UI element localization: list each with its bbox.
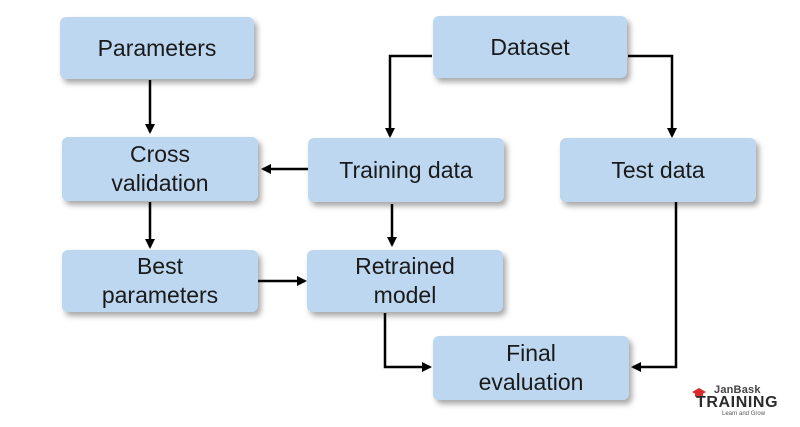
arrow-dataset-to-test-data	[628, 54, 677, 138]
node-dataset: Dataset	[433, 16, 627, 78]
node-test-data-label: Test data	[611, 156, 705, 183]
node-cross-validation: Cross validation	[62, 137, 258, 201]
node-best-parameters-line1: Best	[136, 253, 183, 279]
arrow-dataset-to-training-data	[385, 54, 432, 138]
node-retrained-model-line1: Retrained	[355, 253, 455, 279]
node-cross-validation-line2: validation	[111, 170, 209, 196]
node-retrained-model-line2: model	[373, 282, 437, 308]
node-best-parameters: Best parameters	[62, 250, 258, 312]
graduation-cap-icon	[692, 388, 706, 398]
arrow-retrained-model-to-final-evaluation	[383, 313, 432, 372]
logo-brand-main: TRAINING	[696, 394, 779, 411]
node-final-evaluation-line2: evaluation	[478, 369, 584, 395]
node-training-data: Training data	[308, 138, 504, 202]
arrow-test-data-to-final-evaluation	[631, 202, 678, 372]
node-parameters-label: Parameters	[97, 34, 217, 61]
node-test-data: Test data	[560, 138, 756, 202]
node-best-parameters-line2: parameters	[101, 282, 219, 308]
janbask-training-logo: JanBask TRAINING Learn and Grow	[692, 384, 792, 420]
node-cross-validation-line1: Cross	[129, 141, 191, 167]
node-final-evaluation: Final evaluation	[433, 336, 629, 400]
node-training-data-label: Training data	[339, 156, 473, 183]
node-final-evaluation-line1: Final	[506, 340, 556, 366]
node-retrained-model: Retrained model	[307, 250, 503, 312]
node-dataset-label: Dataset	[490, 33, 570, 60]
logo-tagline: Learn and Grow	[722, 411, 766, 417]
logo-brand-top: JanBask	[714, 384, 761, 396]
node-parameters: Parameters	[60, 17, 254, 79]
